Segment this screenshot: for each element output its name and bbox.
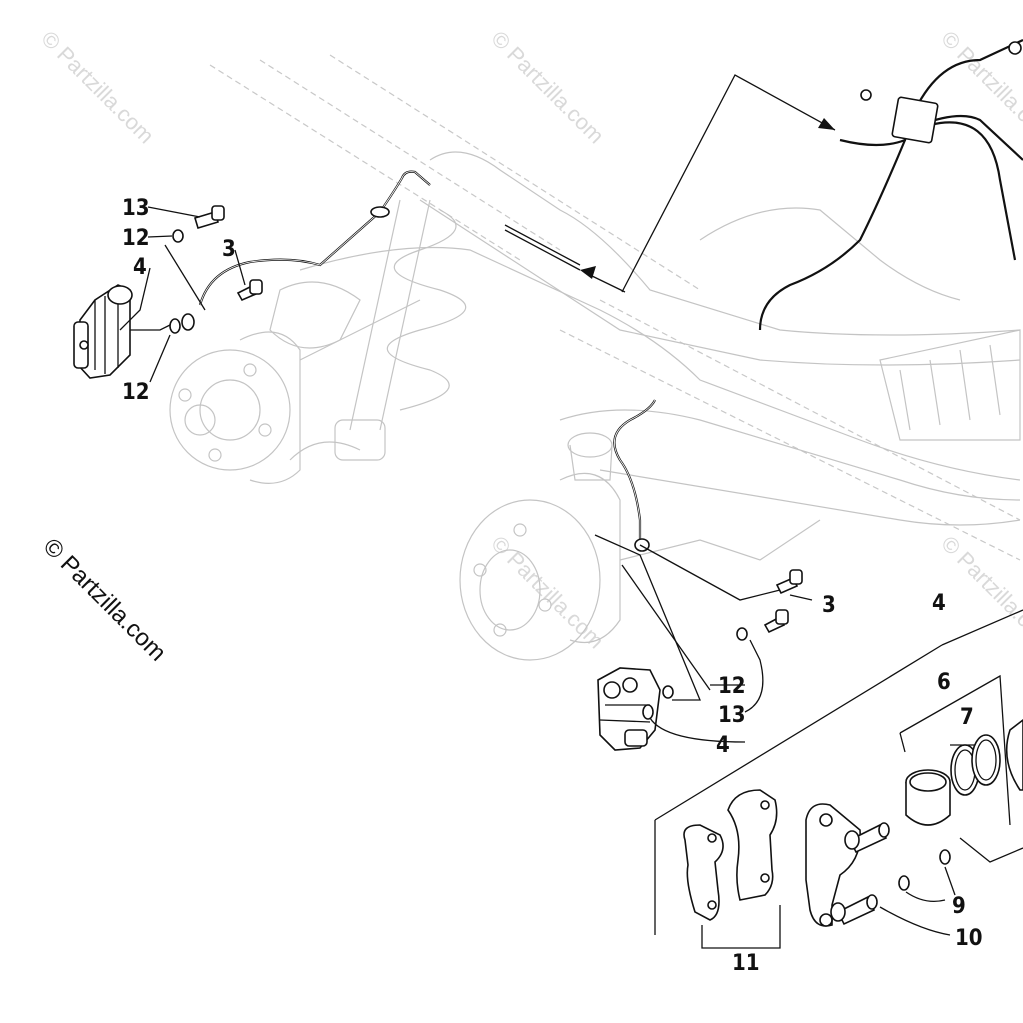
watermark-faint-4: © Partzilla.com (486, 531, 609, 654)
washer-12-right-upper (736, 627, 748, 641)
bolt-13-right (763, 609, 789, 634)
washer-12-right (662, 685, 674, 699)
routing-arrows (580, 74, 836, 293)
hose-grommet-left (370, 206, 390, 218)
callout-labels: 13 12 3 4 12 3 4 6 7 12 13 4 9 10 11 (122, 196, 983, 976)
banjo-fitting (1008, 41, 1022, 55)
callout-3-right: 3 (822, 593, 836, 618)
caliper-bracket (805, 803, 890, 927)
callout-12-right: 12 (718, 674, 746, 699)
bolt-3-left (236, 279, 263, 302)
seal-ring-2 (971, 734, 1001, 786)
watermark-faint-2: © Partzilla.com (486, 26, 609, 149)
washer-12-left-top (172, 229, 184, 243)
callout-13-right: 13 (718, 703, 746, 728)
callout-6: 6 (937, 670, 951, 695)
washer-12-left-bottom (169, 318, 181, 334)
bolt-3-right (775, 569, 803, 595)
callout-3-left: 3 (222, 237, 236, 262)
left-caliper (77, 284, 131, 379)
callout-11: 11 (732, 951, 760, 976)
callout-10: 10 (955, 926, 983, 951)
callout-4-left: 4 (133, 255, 147, 280)
right-caliper-assembly (594, 534, 813, 751)
ghost-frame (169, 54, 1021, 661)
pin-washer-9a (939, 849, 951, 865)
callout-7: 7 (960, 705, 974, 730)
callout-12-left-bottom: 12 (122, 380, 150, 405)
callout-4-right-top: 4 (932, 591, 946, 616)
pin-washer-9b (898, 875, 910, 891)
banjo-left (181, 313, 195, 331)
bolt-13-left (194, 205, 225, 229)
callout-13-left: 13 (122, 196, 150, 221)
brake-hoses (198, 39, 1023, 545)
watermark-faint-1: © Partzilla.com (36, 26, 159, 149)
brake-pad-pair (683, 789, 778, 921)
caliper-body (1005, 718, 1023, 791)
watermark-main: © Partzilla.com (38, 533, 171, 666)
watermark-faint-5: © Partzilla.com (936, 531, 1023, 654)
caliper-piston (905, 769, 951, 826)
callout-9: 9 (952, 894, 966, 919)
callout-4-right-bottom: 4 (716, 733, 730, 758)
callout-12-left-top: 12 (122, 226, 150, 251)
exploded-caliper-parts (654, 609, 1023, 949)
brake-tee-block (891, 96, 939, 144)
tee-mount-bolt (860, 89, 872, 101)
left-caliper-assembly (73, 205, 263, 383)
